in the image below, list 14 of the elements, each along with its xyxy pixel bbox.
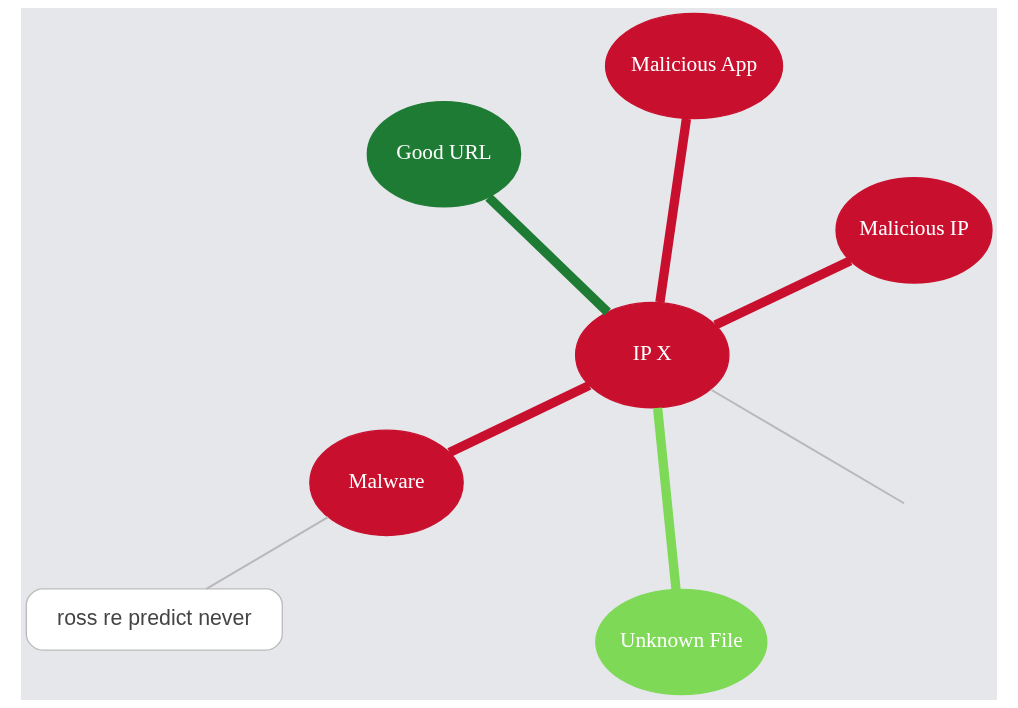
connector (655, 118, 692, 303)
node-ellipse: Malware (309, 429, 464, 537)
node-ellipse: IP X (574, 301, 730, 409)
connector (709, 388, 906, 505)
connector (652, 407, 681, 590)
node-ellipse: Malicious IP (835, 177, 993, 284)
node-ellipse: Malicious App (604, 12, 784, 120)
node-box: ross re predict never (25, 588, 283, 651)
node-ellipse: Good URL (366, 100, 522, 208)
connector (205, 516, 330, 590)
node-ellipse: Unknown File (595, 588, 768, 696)
connector (447, 381, 592, 457)
connector (485, 193, 611, 316)
connector (713, 256, 853, 330)
